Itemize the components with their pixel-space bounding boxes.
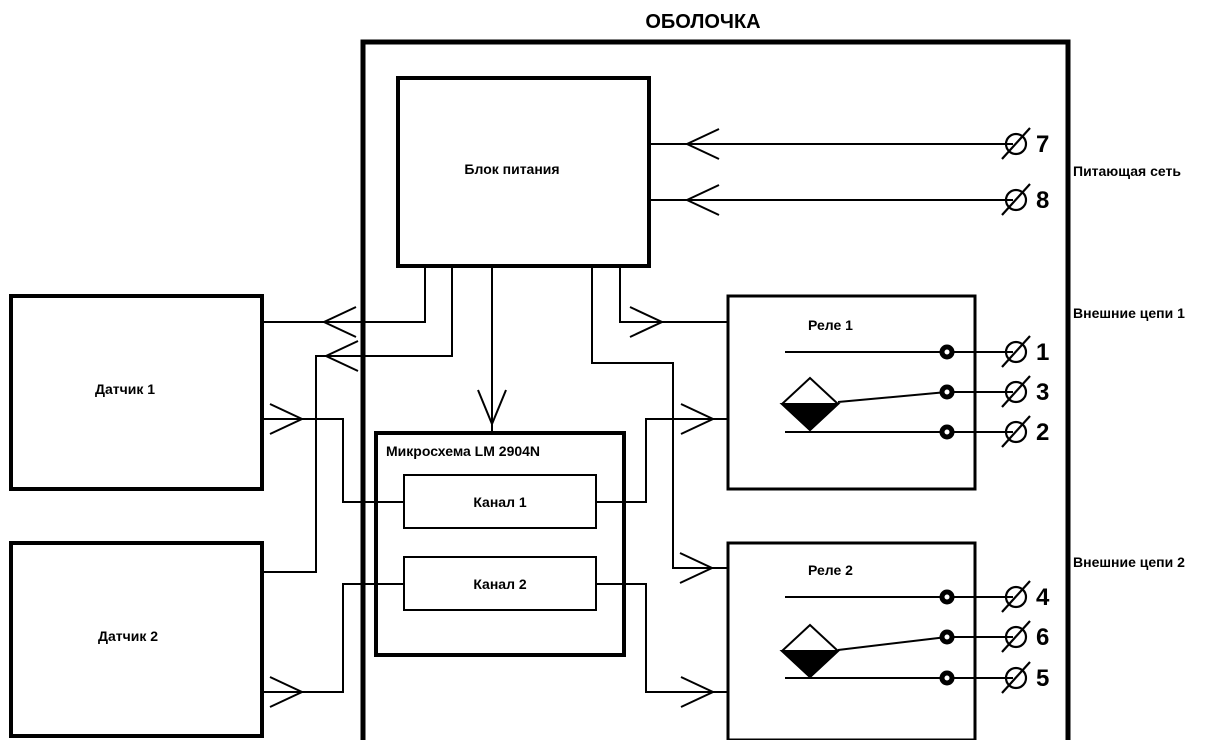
relay-1-label: Реле 1	[808, 317, 853, 333]
terminal-5: 5	[1001, 661, 1049, 694]
power-supply-label: Блок питания	[464, 161, 559, 177]
arrow-to-sensor-1	[321, 306, 357, 338]
channel-1-label: Канал 1	[473, 494, 527, 510]
svg-text:6: 6	[1036, 624, 1049, 651]
terminal-7: 7	[1001, 127, 1049, 160]
svg-text:7: 7	[1036, 131, 1049, 158]
arrow-to-chip	[477, 389, 507, 427]
sensor-2-label: Датчик 2	[98, 628, 158, 644]
relay-2-terminal-node-5	[939, 670, 955, 686]
terminal-3: 3	[1001, 375, 1049, 408]
relay-1-terminal-node-1	[939, 344, 955, 360]
relay-2-terminal-node-6	[939, 629, 955, 645]
svg-text:1: 1	[1036, 339, 1049, 366]
terminal-4: 4	[1001, 580, 1050, 613]
external-circuits-1-label: Внешние цепи 1	[1073, 305, 1185, 321]
arrow-to-sensor-2	[323, 340, 359, 372]
mains-label: Питающая сеть	[1073, 163, 1181, 179]
svg-text:4: 4	[1036, 584, 1050, 611]
arrow-to-relay-2-power	[679, 552, 715, 584]
relay-2-label: Реле 2	[808, 562, 853, 578]
chip-block: Микросхема LM 2904N	[374, 431, 626, 657]
arrow-to-relay-1-power	[629, 306, 665, 338]
arrow-to-relay-2-signal	[680, 676, 716, 708]
arrow-sensor-1-out	[269, 403, 305, 435]
terminal-8: 8	[1001, 183, 1049, 216]
svg-text:5: 5	[1036, 665, 1049, 692]
enclosure-title: ОБОЛОЧКА	[645, 11, 760, 33]
relay-2-coil-icon	[779, 623, 841, 679]
arrow-mains-7	[684, 128, 720, 160]
arrow-sensor-2-out	[269, 676, 305, 708]
sensor-2-block: Датчик 2	[9, 541, 264, 738]
terminal-2: 2	[1001, 415, 1049, 448]
channel-2-label: Канал 2	[473, 576, 527, 592]
wire-power-to-sensor-2	[264, 268, 453, 573]
wire-power-to-sensor-1	[264, 268, 426, 323]
relay-2-terminal-node-4	[939, 589, 955, 605]
chip-label: Микросхема LM 2904N	[386, 443, 540, 459]
wire-power-to-relay-1	[619, 268, 728, 323]
wire-channel-1-to-relay-1	[596, 418, 728, 503]
power-supply-block: Блок питания	[396, 76, 651, 268]
channel-1-block: Канал 1	[403, 474, 597, 529]
svg-text:3: 3	[1036, 379, 1049, 406]
terminal-1: 1	[1001, 335, 1049, 368]
wire-sensor-2-to-channel-2	[264, 583, 404, 693]
enclosure-frame	[360, 39, 1071, 740]
arrow-to-relay-1-signal	[680, 403, 716, 435]
relay-1-switch-arm	[837, 391, 948, 403]
wire-power-to-relay-2	[591, 268, 728, 569]
relay-2-switch-arm	[837, 636, 948, 651]
relay-1-terminal-node-3	[939, 384, 955, 400]
sensor-1-label: Датчик 1	[95, 381, 155, 397]
svg-text:8: 8	[1036, 187, 1049, 214]
terminal-6: 6	[1001, 620, 1049, 653]
sensor-1-block: Датчик 1	[9, 294, 264, 491]
svg-text:2: 2	[1036, 419, 1049, 446]
relay-2-block: Реле 2	[726, 541, 977, 740]
arrow-mains-8	[684, 184, 720, 216]
external-circuits-2-label: Внешние цепи 2	[1073, 554, 1185, 570]
relay-1-coil-icon	[779, 376, 841, 432]
channel-2-block: Канал 2	[403, 556, 597, 611]
relay-1-terminal-node-2	[939, 424, 955, 440]
wire-channel-2-to-relay-2	[596, 583, 728, 693]
